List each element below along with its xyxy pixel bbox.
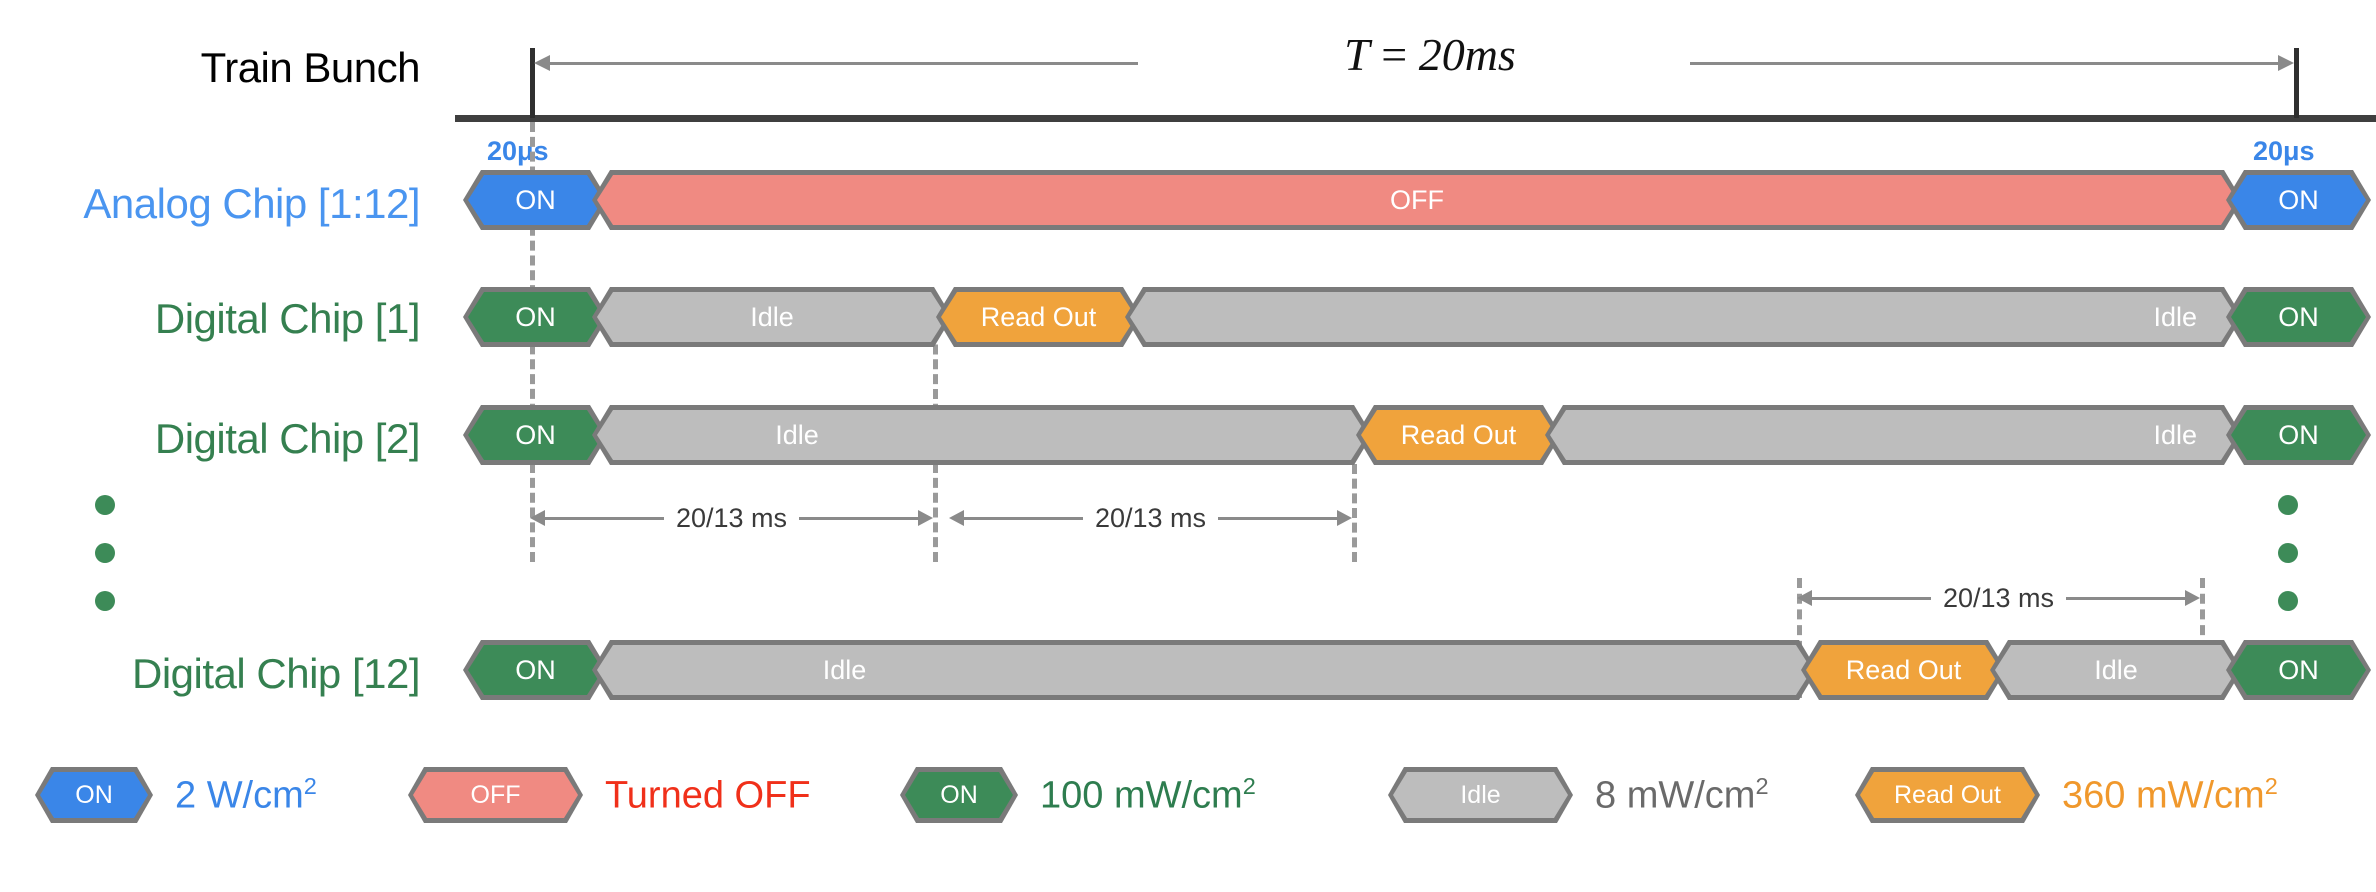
track-digital-12: ON Idle Read Out Idle ON xyxy=(0,640,2376,700)
legend-label-digital-on: 100 mW/cm2 xyxy=(1040,773,1256,817)
block-d12-readout[interactable]: Read Out xyxy=(1801,640,2006,700)
block-d2-idle-1[interactable]: Idle xyxy=(592,405,1372,465)
block-d1-on-left[interactable]: ON xyxy=(463,287,608,347)
block-d12-idle-1[interactable]: Idle xyxy=(592,640,1817,700)
legend-chip-idle: Idle xyxy=(1388,767,1573,823)
row-label-train-bunch: Train Bunch xyxy=(200,44,421,91)
legend-chip-off: OFF xyxy=(408,767,583,823)
ellipsis-dot-right-3 xyxy=(2278,591,2298,611)
legend-item-off: OFF Turned OFF xyxy=(408,760,811,830)
ellipsis-dot-left-3 xyxy=(95,591,115,611)
block-d1-readout[interactable]: Read Out xyxy=(936,287,1141,347)
guide-line-readout12-start xyxy=(1797,578,1802,698)
ellipsis-dot-left-2 xyxy=(95,543,115,563)
ellipsis-dot-left-1 xyxy=(95,495,115,515)
pulse-width-label-left: 20μs xyxy=(487,136,549,166)
time-axis-line xyxy=(455,115,2376,122)
legend-label-readout: 360 mW/cm2 xyxy=(2062,773,2278,817)
dimension-20-13-ms-2: 20/13 ms xyxy=(949,498,1352,538)
legend-label-analog-on: 2 W/cm2 xyxy=(175,773,317,817)
row-label-analog-chip: Analog Chip [1:12] xyxy=(83,180,420,227)
legend-label-off: Turned OFF xyxy=(605,774,811,817)
block-d12-on-right[interactable]: ON xyxy=(2226,640,2371,700)
legend-label-idle: 8 mW/cm2 xyxy=(1595,773,1769,817)
period-operator: = xyxy=(1381,29,1408,80)
row-label-digital-chip-1: Digital Chip [1] xyxy=(154,295,421,342)
period-arrow-left-head xyxy=(534,55,550,71)
legend-item-readout: Read Out 360 mW/cm2 xyxy=(1855,760,2278,830)
pulse-width-label-right: 20μs xyxy=(2253,136,2315,166)
block-d2-on-left[interactable]: ON xyxy=(463,405,608,465)
period-arrow-right-line xyxy=(1690,62,2290,65)
block-d2-idle-2[interactable]: Idle xyxy=(1545,405,2242,465)
row-label-digital-chip-2: Digital Chip [2] xyxy=(154,415,421,462)
legend-item-digital-on: ON 100 mW/cm2 xyxy=(900,760,1256,830)
legend-chip-on-blue: ON xyxy=(35,767,153,823)
legend: ON 2 W/cm2 OFF Turned OFF ON 100 mW/cm2 … xyxy=(0,760,2376,860)
block-d12-on-left[interactable]: ON xyxy=(463,640,608,700)
period-symbol: T xyxy=(1344,29,1370,80)
row-label-digital-chip-12: Digital Chip [12] xyxy=(132,650,420,697)
dimension-20-13-ms-3: 20/13 ms xyxy=(1797,578,2200,618)
period-arrow-left-line xyxy=(538,62,1138,65)
dimension-20-13-ms-1: 20/13 ms xyxy=(530,498,933,538)
block-d1-idle-1[interactable]: Idle xyxy=(592,287,952,347)
track-digital-2: ON Idle Read Out Idle ON xyxy=(0,405,2376,465)
block-d1-idle-2[interactable]: Idle xyxy=(1125,287,2242,347)
block-analog-on-left[interactable]: ON xyxy=(463,170,608,230)
track-analog: ON OFF ON xyxy=(0,170,2376,230)
legend-chip-readout: Read Out xyxy=(1855,767,2040,823)
axis-tick-end xyxy=(2294,48,2299,118)
period-arrow-right-head xyxy=(2278,55,2294,71)
legend-chip-on-green: ON xyxy=(900,767,1018,823)
period-value: 20ms xyxy=(1418,29,1516,80)
block-analog-off[interactable]: OFF xyxy=(592,170,2242,230)
block-d2-readout[interactable]: Read Out xyxy=(1356,405,1561,465)
block-d2-on-right[interactable]: ON xyxy=(2226,405,2371,465)
ellipsis-dot-right-2 xyxy=(2278,543,2298,563)
ellipsis-dot-right-1 xyxy=(2278,495,2298,515)
block-d12-idle-2[interactable]: Idle xyxy=(1990,640,2242,700)
guide-line-readout2 xyxy=(1352,420,1357,562)
block-analog-on-right[interactable]: ON xyxy=(2226,170,2371,230)
guide-line-readout12-end xyxy=(2200,578,2205,698)
track-digital-1: ON Idle Read Out Idle ON xyxy=(0,287,2376,347)
block-d1-on-right[interactable]: ON xyxy=(2226,287,2371,347)
legend-item-idle: Idle 8 mW/cm2 xyxy=(1388,760,1769,830)
axis-tick-start xyxy=(530,48,535,118)
period-label: T = 20ms xyxy=(1190,28,1670,81)
legend-item-analog-on: ON 2 W/cm2 xyxy=(35,760,317,830)
